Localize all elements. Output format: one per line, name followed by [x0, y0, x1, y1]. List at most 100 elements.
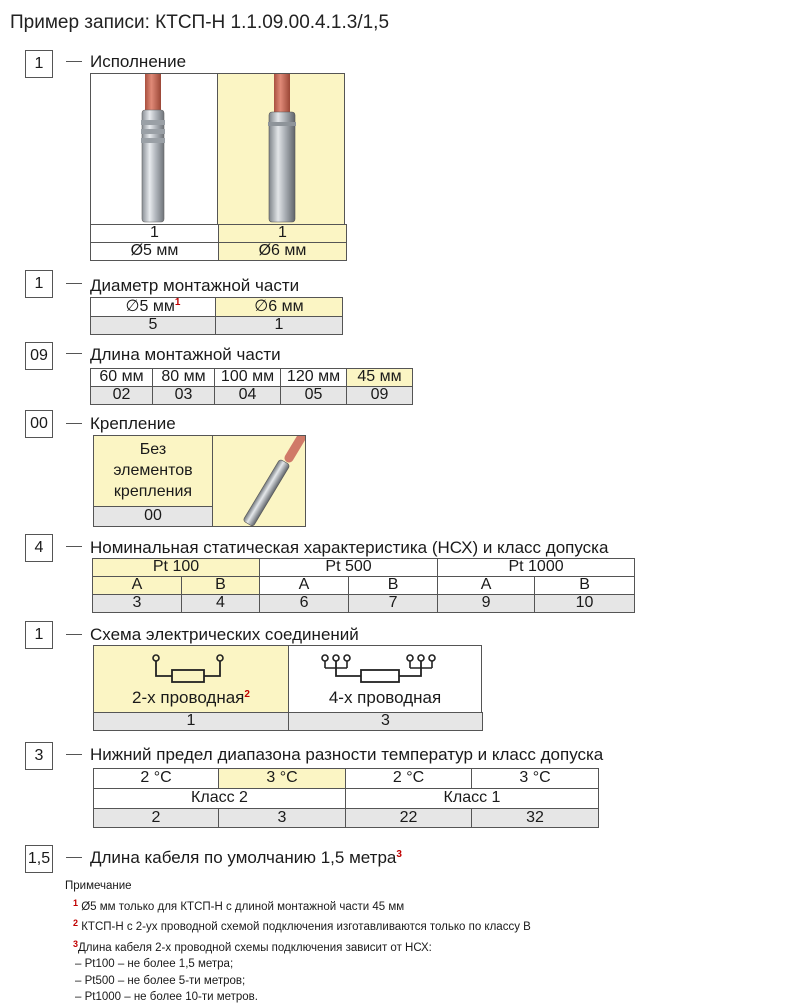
- footnote-mark: 2: [73, 918, 79, 928]
- section-code-lower-limit: 3: [25, 742, 53, 770]
- option-code: 1: [90, 224, 219, 243]
- temp-cell: 2 °C: [93, 768, 219, 789]
- footnote-mark: 1: [73, 897, 79, 908]
- option-code: 1: [215, 315, 343, 335]
- scheme-text: 2-х проводная: [132, 688, 245, 707]
- option-code: 3: [288, 712, 483, 731]
- product-image-5mm: [90, 73, 218, 225]
- note-subitem: – Pt1000 – не более 10-ти метров.: [75, 991, 258, 1003]
- option-code: 05: [280, 386, 347, 405]
- connector-dash: [66, 546, 82, 547]
- option-name: ∅6 мм: [215, 297, 343, 317]
- option-code: 5: [90, 315, 216, 335]
- section-label-nsx: Номинальная статическая характеристика (…: [90, 538, 609, 557]
- class-cell: B: [534, 576, 636, 595]
- nsx-table: Pt 100 Pt 500 Pt 1000 A B A B A B 3 4 6 …: [91, 558, 636, 613]
- note-text: КТСП-Н с 2-ух проводной схемой подключен…: [81, 921, 531, 933]
- section-code-cable: 1,5: [25, 845, 53, 873]
- option-code: 9: [437, 593, 536, 613]
- mounting-line: элементов: [113, 462, 193, 479]
- temp-cell: 2 °C: [345, 768, 472, 789]
- option-code: 3: [92, 593, 182, 613]
- note-item: 3Длина кабеля 2-х проводной схемы подклю…: [65, 936, 531, 957]
- option-name: 45 мм: [346, 368, 413, 387]
- connector-dash: [66, 61, 82, 62]
- section-label-length: Длина монтажной части: [90, 345, 281, 364]
- nsx-group: Pt 500: [259, 558, 439, 577]
- option-code: 10: [534, 593, 636, 613]
- option-code: 4: [180, 593, 261, 613]
- class-cell: Класс 1: [345, 788, 599, 809]
- note-item: 1 Ø5 мм только для КТСП-Н с длиной монта…: [65, 895, 531, 916]
- notes-heading: Примечание: [65, 880, 132, 892]
- scheme-label: 2-х проводная2: [94, 688, 288, 708]
- mounting-image: [212, 435, 306, 527]
- class-cell: B: [180, 576, 261, 595]
- note-text: Длина кабеля 2-х проводной схемы подключ…: [78, 941, 432, 954]
- footnote-mark: 3: [73, 938, 79, 949]
- connector-dash: [66, 754, 82, 755]
- connector-dash: [66, 857, 82, 858]
- scheme-2wire: 2-х проводная2: [93, 645, 289, 713]
- section-code-diameter: 1: [25, 270, 53, 298]
- option-text: ∅5 мм: [125, 298, 175, 315]
- connector-dash: [66, 283, 82, 284]
- section-label-ispolnenie: Исполнение: [90, 52, 187, 71]
- cable-text: Длина кабеля по умолчанию 1,5 метра: [90, 848, 397, 867]
- option-code: 00: [93, 506, 213, 527]
- temp-cell: 3 °C: [471, 768, 599, 789]
- section-code-nsx: 4: [25, 534, 53, 562]
- section-label-cable: Длина кабеля по умолчанию 1,5 метра3: [90, 848, 402, 868]
- footnote-mark: 2: [244, 689, 250, 700]
- diameter-table: ∅5 мм1 ∅6 мм 5 1: [90, 297, 343, 335]
- note-subitem: – Pt500 – не более 5-ти метров;: [75, 974, 246, 987]
- option-code: 22: [345, 808, 472, 828]
- option-code: 32: [471, 808, 599, 828]
- class-cell: B: [348, 576, 439, 595]
- note-subitem: – Pt100 – не более 1,5 метра;: [75, 958, 234, 970]
- option-name: 120 мм: [280, 368, 347, 387]
- mounting-option-text: Без элементов крепления: [93, 435, 213, 507]
- nsx-group: Pt 1000: [437, 558, 636, 577]
- class-cell: A: [259, 576, 350, 595]
- mounting-table: 00: [93, 506, 213, 527]
- option-name: Ø6 мм: [218, 241, 347, 261]
- length-table: 60 мм 80 мм 100 мм 120 мм 45 мм 02 03 04…: [90, 368, 413, 405]
- option-name: Ø5 мм: [90, 241, 219, 261]
- option-name: ∅5 мм1: [90, 297, 216, 317]
- connector-dash: [66, 634, 82, 635]
- ispolnenie-table: 1 1 Ø5 мм Ø6 мм: [90, 224, 347, 261]
- option-code: 1: [218, 224, 347, 243]
- footnote-mark: 1: [174, 297, 181, 308]
- option-code: 09: [346, 386, 413, 405]
- option-code: 1: [93, 712, 289, 731]
- 4wire-diagram-icon: [321, 654, 436, 683]
- section-code-length: 09: [25, 342, 53, 370]
- option-code: 3: [218, 808, 346, 828]
- footnote-mark: 3: [396, 849, 402, 860]
- mounting-line: Без: [139, 441, 167, 458]
- page-title: Пример записи: КТСП-Н 1.1.09.00.4.1.3/1,…: [10, 12, 390, 33]
- scheme-4wire: 4-х проводная: [288, 645, 482, 713]
- option-code: 7: [348, 593, 439, 613]
- lower-limit-table: 2 °C 3 °C 2 °C 3 °C Класс 2 Класс 1 2 3 …: [93, 768, 599, 828]
- section-label-mounting: Крепление: [90, 414, 176, 433]
- scheme-label: 4-х проводная: [328, 688, 442, 707]
- class-cell: Класс 2: [93, 788, 346, 809]
- connector-dash: [66, 423, 82, 424]
- scheme-table: 1 3: [93, 712, 483, 731]
- mounting-line: крепления: [113, 483, 193, 500]
- section-code-ispolnenie: 1: [25, 50, 53, 78]
- option-name: 100 мм: [214, 368, 281, 387]
- connector-dash: [66, 353, 82, 354]
- option-code: 2: [93, 808, 219, 828]
- option-name: 80 мм: [152, 368, 215, 387]
- section-code-mounting: 00: [25, 410, 53, 438]
- product-image-6mm: [217, 73, 345, 225]
- section-label-diameter: Диаметр монтажной части: [90, 276, 300, 295]
- option-code: 02: [90, 386, 153, 405]
- note-item: 2 КТСП-Н с 2-ух проводной схемой подключ…: [65, 915, 531, 936]
- nsx-group: Pt 100: [91, 558, 261, 577]
- option-code: 04: [214, 386, 281, 405]
- class-cell: A: [92, 576, 182, 595]
